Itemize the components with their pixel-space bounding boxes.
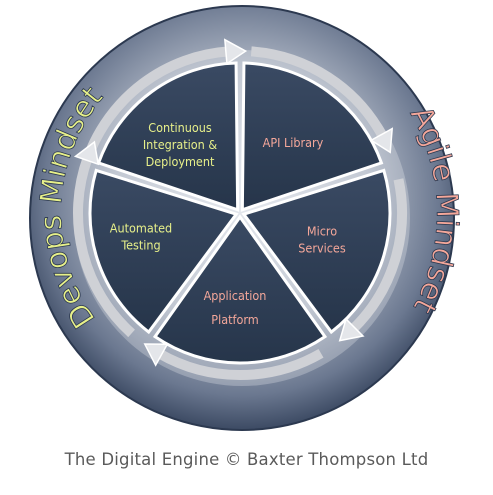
micro-services-segment-label-line: Services [298, 241, 346, 256]
api-library-segment-label: API Library [263, 135, 324, 150]
cycle-arrow-shaft [349, 178, 407, 334]
api-library-segment-label-line: API Library [263, 135, 324, 150]
cycle-arrow-shaft [83, 46, 230, 160]
automated-testing-segment-label-line: Automated [110, 221, 172, 236]
cycle-arrow-head [143, 343, 169, 367]
continuous-integration-segment-label-line: Continuous [148, 120, 212, 135]
footer-credit: The Digital Engine © Baxter Thompson Ltd [64, 450, 429, 469]
automated-testing-segment [88, 168, 239, 335]
application-platform-segment-label-line: Platform [211, 312, 258, 327]
cycle-arrow-shaft [156, 348, 324, 380]
application-platform-segment [152, 214, 328, 365]
automated-testing-segment-label-line: Testing [120, 238, 160, 253]
cycle-arrow-head [369, 127, 394, 154]
continuous-integration-segment [96, 61, 240, 212]
micro-services-segment-label-line: Micro [307, 224, 337, 239]
cycle-arrow-head [73, 140, 100, 166]
cycle-arrow-shaft [250, 46, 388, 140]
continuous-integration-segment-label-line: Deployment [146, 154, 215, 169]
micro-services-segment [241, 168, 392, 335]
api-library-segment [240, 61, 384, 212]
cycle-arrow-head [338, 317, 365, 342]
continuous-integration-segment-label-line: Integration & [143, 137, 218, 152]
cycle-arrow-head [223, 38, 248, 65]
cycle-arrow-shaft [73, 155, 135, 338]
cycle-arrows [73, 38, 407, 380]
application-platform-segment-label-line: Application [204, 288, 267, 303]
